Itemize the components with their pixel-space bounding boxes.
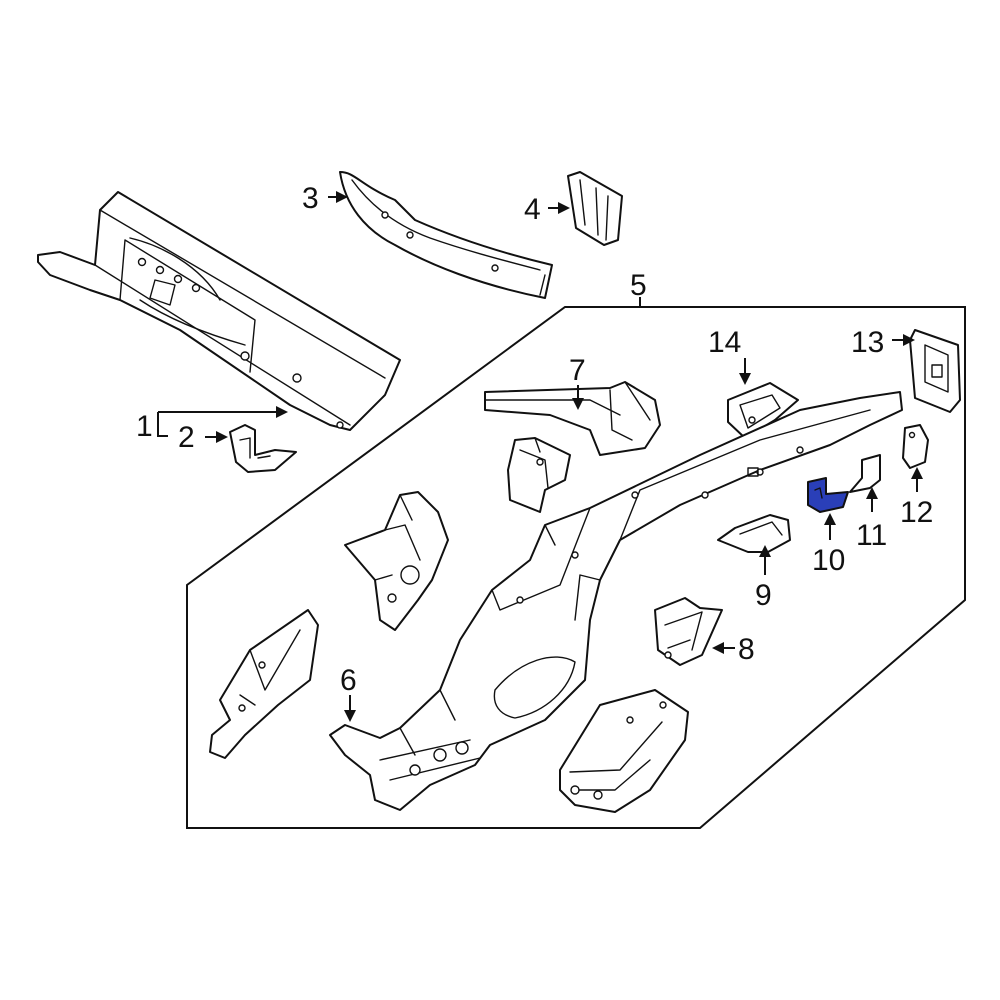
part-bracket-left-lower[interactable]	[209, 609, 319, 759]
callout-11: 11	[856, 519, 887, 552]
part-9-bracket[interactable]	[717, 514, 791, 553]
part-12-plate[interactable]	[902, 424, 929, 469]
part-14-bracket[interactable]	[727, 382, 799, 439]
group-frame-5	[186, 306, 966, 829]
callout-4: 4	[524, 193, 541, 226]
part-lower-bracket[interactable]	[559, 689, 689, 813]
callout-14: 14	[708, 326, 741, 359]
part-7-upper-rail[interactable]	[484, 381, 661, 456]
part-bracket-left-upper[interactable]	[344, 491, 449, 631]
callout-2: 2	[178, 421, 195, 454]
part-1-floor-pan[interactable]	[37, 191, 401, 431]
part-3-rail-panel[interactable]	[339, 171, 553, 299]
part-13-plate[interactable]	[909, 329, 961, 413]
callout-3: 3	[302, 182, 319, 215]
part-4-bracket[interactable]	[567, 171, 623, 246]
callout-13: 13	[851, 326, 884, 359]
part-6-main-rail[interactable]	[329, 391, 903, 811]
callout-12: 12	[900, 496, 933, 529]
callout-9: 9	[755, 579, 772, 612]
part-2-bracket[interactable]	[229, 424, 297, 473]
part-8-bracket[interactable]	[654, 597, 723, 666]
callout-1: 1	[136, 410, 153, 443]
callout-6: 6	[340, 664, 357, 697]
callout-7: 7	[569, 354, 586, 387]
callout-5: 5	[630, 269, 647, 302]
part-11-bracket[interactable]	[849, 454, 881, 493]
leader-lines	[157, 191, 923, 722]
callout-10: 10	[812, 544, 845, 577]
part-bracket-upper[interactable]	[507, 437, 571, 513]
callout-8: 8	[738, 633, 755, 666]
part-10-bracket-highlighted[interactable]	[807, 477, 849, 513]
